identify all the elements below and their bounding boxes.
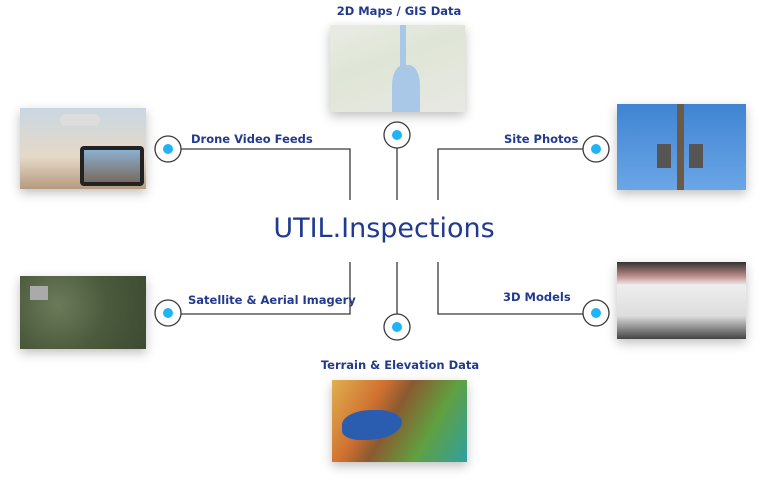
models-label: 3D Models — [503, 290, 571, 304]
maps-image — [330, 25, 465, 112]
terrain-image — [332, 380, 467, 462]
satellite-image — [20, 276, 146, 349]
terrain-label: Terrain & Elevation Data — [320, 358, 480, 372]
drone-image — [20, 108, 146, 189]
site-photo-image — [617, 104, 746, 190]
site-label: Site Photos — [504, 132, 579, 146]
satellite-label: Satellite & Aerial Imagery — [188, 293, 356, 307]
node-dots — [154, 121, 610, 341]
drone-label: Drone Video Feeds — [191, 132, 313, 146]
3d-model-image — [617, 262, 746, 339]
maps-label: 2D Maps / GIS Data — [336, 4, 462, 18]
center-title: UTIL.Inspections — [273, 213, 495, 244]
